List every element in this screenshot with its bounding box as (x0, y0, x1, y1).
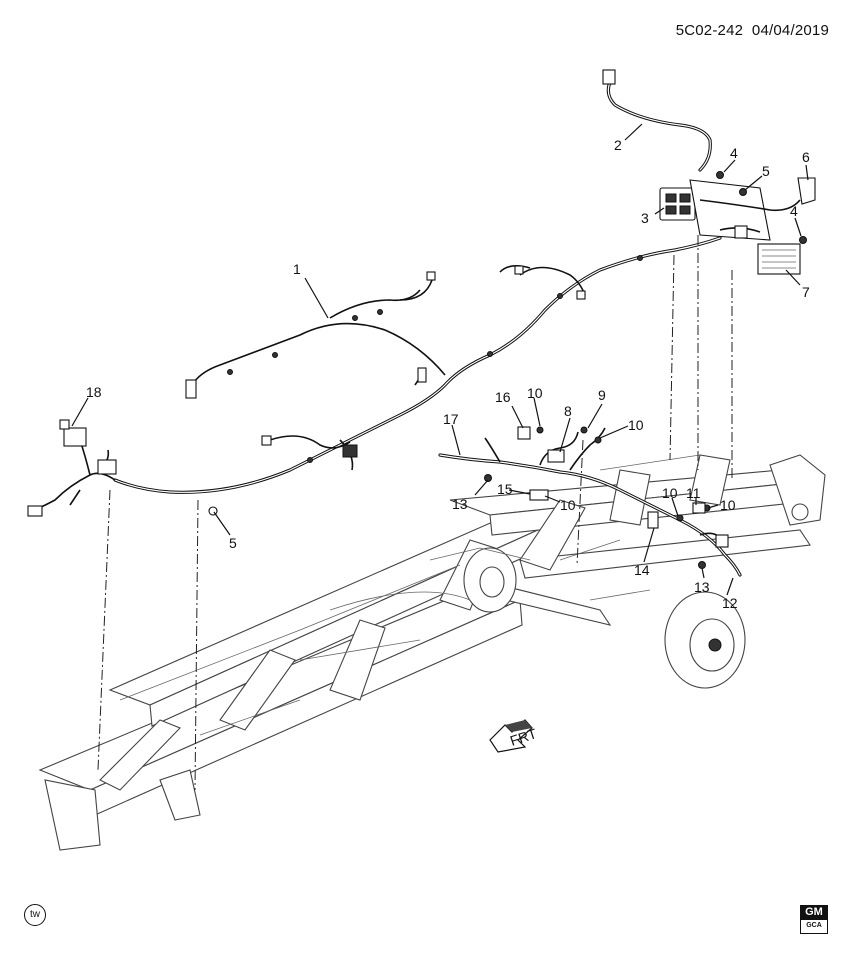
callout-13b: 13 (694, 579, 710, 595)
diagram-date: 04/04/2019 (751, 22, 829, 39)
callout-13a: 13 (452, 496, 468, 512)
front-direction-arrow: FRT (489, 719, 539, 753)
gm-logo-bottom: GCA (806, 922, 822, 929)
callout-2: 2 (614, 137, 622, 153)
callout-10d: 10 (662, 485, 678, 501)
callout-10b: 10 (628, 417, 644, 433)
gm-logo: GM GCA (800, 905, 828, 934)
callout-9: 9 (598, 387, 606, 403)
callout-labels: 1 2 3 4 5 6 4 7 8 9 10 10 16 17 13 15 10… (86, 137, 810, 611)
callout-1: 1 (293, 261, 301, 277)
callout-3: 3 (641, 210, 649, 226)
tw-badge: tw (24, 904, 46, 926)
callout-16: 16 (495, 389, 511, 405)
callout-17: 17 (443, 411, 459, 427)
center-harness (438, 426, 742, 577)
callout-15: 15 (497, 481, 513, 497)
rear-harness-cluster (602, 69, 816, 275)
callout-18: 18 (86, 384, 102, 400)
callout-leaders (71, 123, 809, 596)
callout-4b: 4 (790, 203, 798, 219)
diagram-header: 5C02-242 04/04/2019 (676, 22, 829, 39)
callout-8: 8 (564, 403, 572, 419)
callout-10e: 10 (720, 497, 736, 513)
main-harness (27, 236, 722, 517)
callout-10c: 10 (560, 497, 576, 513)
callout-4a: 4 (730, 145, 738, 161)
callout-6: 6 (802, 149, 810, 165)
vehicle-frame (38, 454, 826, 851)
callout-12: 12 (722, 595, 738, 611)
callout-14: 14 (634, 562, 650, 578)
callout-5a: 5 (762, 163, 770, 179)
callout-7: 7 (802, 284, 810, 300)
callout-11: 11 (686, 485, 701, 501)
alignment-lines (97, 235, 733, 791)
callout-5b: 5 (229, 535, 237, 551)
callout-10a: 10 (527, 385, 543, 401)
gm-logo-top: GM (801, 906, 827, 920)
diagram-code: 5C02-242 (675, 22, 744, 39)
